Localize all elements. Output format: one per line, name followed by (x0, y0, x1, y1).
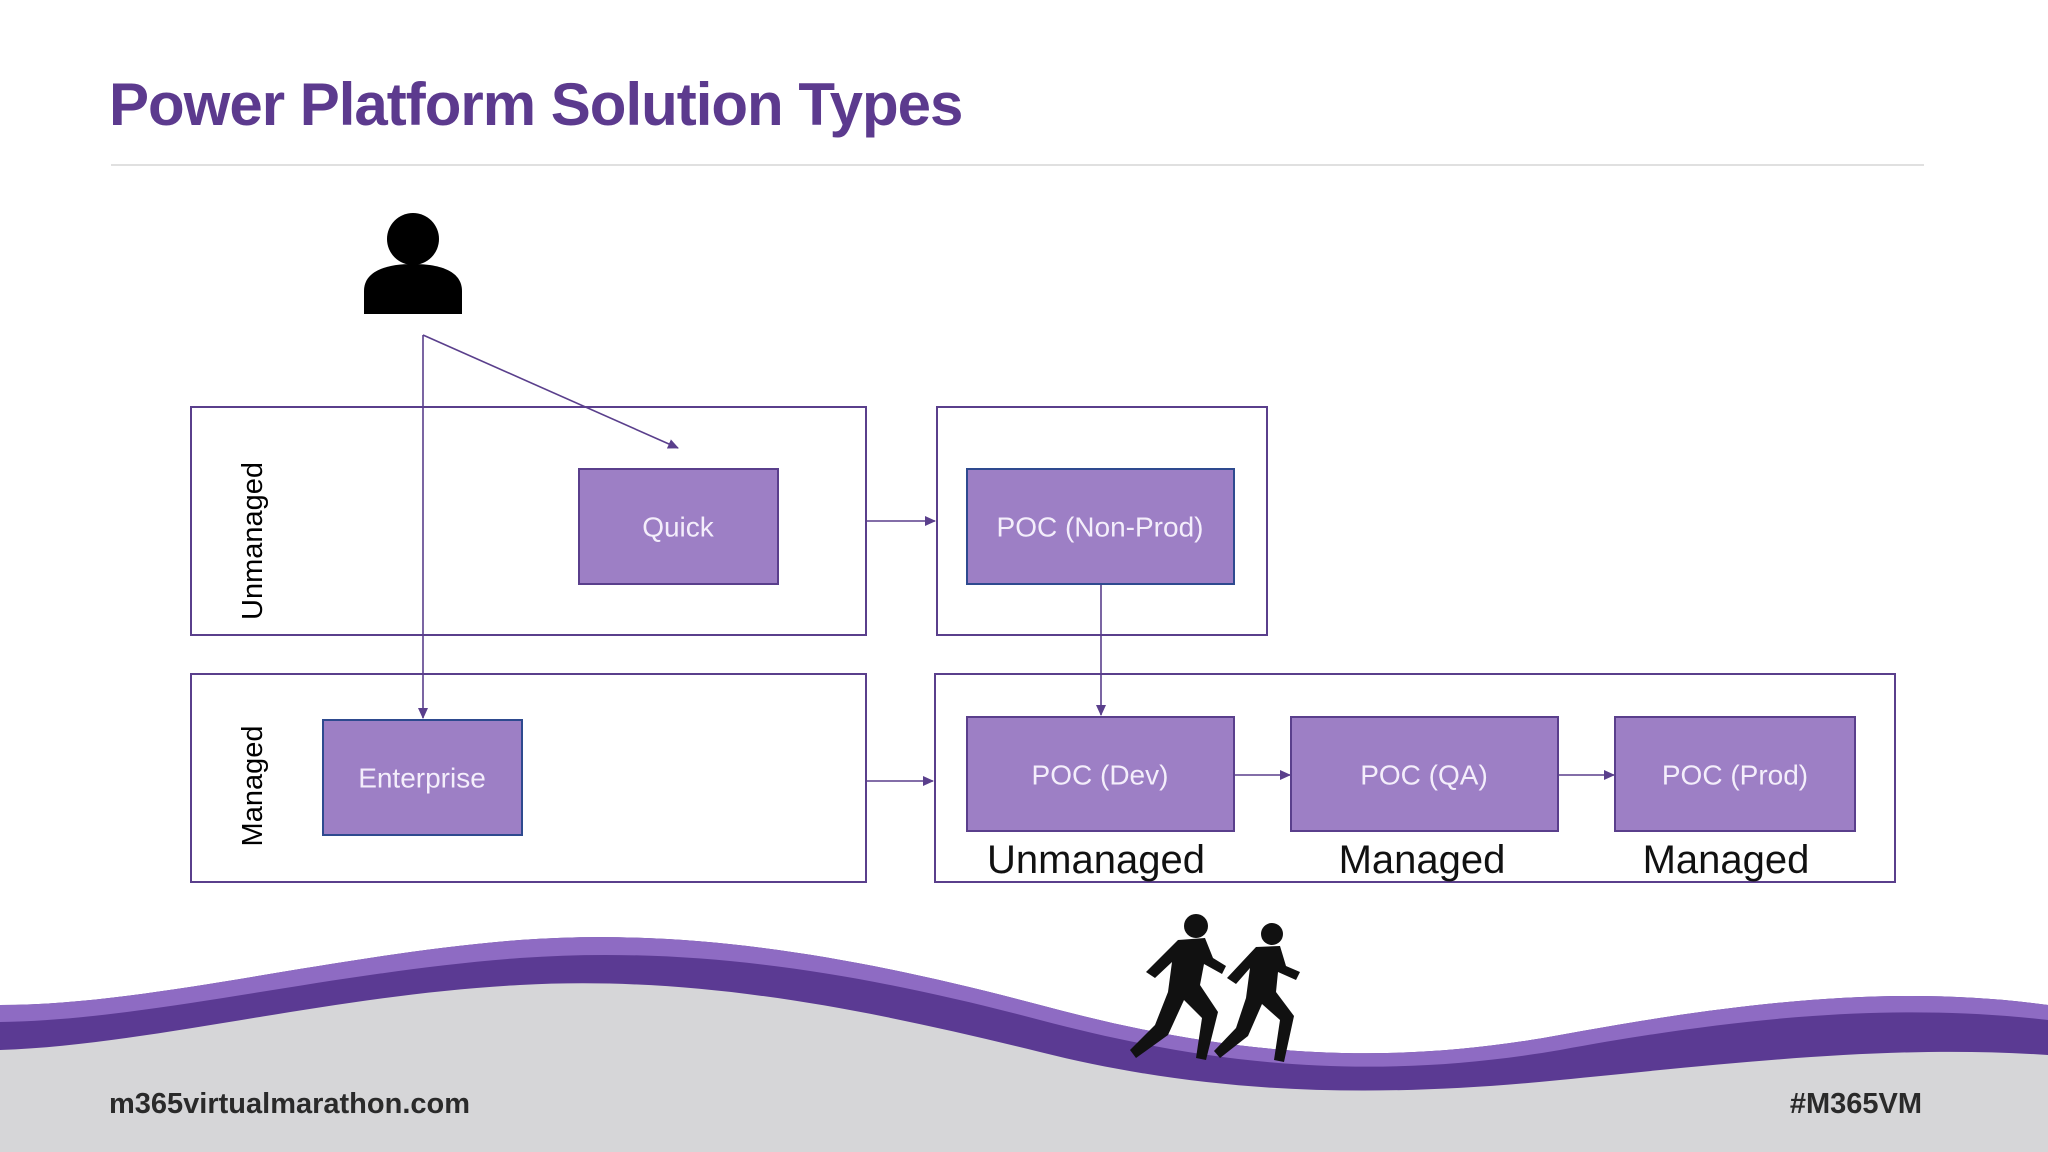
stage-label-dev: Unmanaged (987, 838, 1205, 882)
poc-pipeline-frame (934, 673, 1896, 883)
poc-qa-label: POC (QA) (1360, 760, 1488, 791)
poc-dev-label: POC (Dev) (1032, 760, 1169, 791)
stage-label-qa: Managed (1339, 838, 1506, 882)
poc-prod-label: POC (Prod) (1662, 760, 1808, 791)
runners-silhouette (1130, 914, 1300, 1062)
poc-nonprod-box: POC (Non-Prod) (966, 468, 1235, 585)
poc-dev-box: POC (Dev) (966, 716, 1235, 832)
quick-label: Quick (642, 512, 715, 543)
poc-nonprod-frame (936, 406, 1268, 636)
footer-hashtag: #M365VM (1789, 1088, 1922, 1120)
title-divider (111, 164, 1924, 166)
footer-website: m365virtualmarathon.com (109, 1088, 471, 1120)
poc-qa-box: POC (QA) (1290, 716, 1559, 832)
quick-solution-box: Quick (578, 468, 779, 585)
enterprise-label: Enterprise (358, 763, 486, 794)
poc-prod-box: POC (Prod) (1614, 716, 1856, 832)
footer-wave (0, 937, 2048, 1152)
person-icon (364, 213, 462, 314)
connector-person-to-quick (422, 334, 679, 449)
row-label-unmanaged: Unmanaged (237, 462, 269, 620)
row-label-managed: Managed (237, 726, 269, 847)
slide-title: Power Platform Solution Types (109, 71, 963, 138)
stage-label-prod: Managed (1643, 838, 1810, 882)
managed-solutions-frame (190, 673, 867, 883)
poc-nonprod-label: POC (Non-Prod) (997, 512, 1204, 543)
enterprise-solution-box: Enterprise (322, 719, 523, 836)
